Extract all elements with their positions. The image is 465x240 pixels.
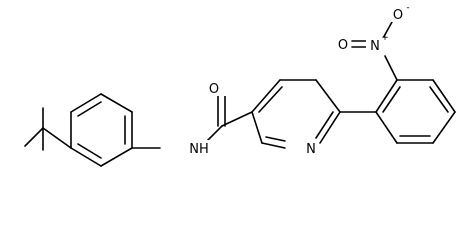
nitro-oxygen-label: O: [338, 38, 348, 53]
bond-tbu-methyl-left: [24, 127, 44, 147]
nitro-nitrogen-charge: +: [381, 33, 389, 43]
bond-pyr-inner-3: [265, 136, 286, 142]
bond-pyr-6: [251, 111, 263, 144]
carbonyl-oxygen-label: O: [209, 82, 219, 97]
bond-benzB-1: [375, 79, 398, 113]
bond-pyr-4: [319, 111, 341, 144]
bond-lines: [24, 21, 456, 167]
nitro-nitrogen-label: N: [370, 39, 380, 54]
bond-pyr-3: [315, 79, 341, 113]
bond-benzA-inner-3: [77, 101, 102, 117]
bond-carbonyl-to-pyridine: [221, 111, 253, 127]
bond-benzA-1: [70, 147, 102, 167]
bond-pyr-inner-2: [315, 111, 334, 139]
amide-nh-label: NH: [189, 142, 209, 157]
bond-benzB-inner-2: [429, 86, 449, 113]
bond-benzA-5: [70, 93, 102, 113]
bond-ring-to-nitro: [384, 55, 398, 81]
bond-benzB-inner-1: [382, 86, 401, 113]
structure-diagram: O NH N N + O - O: [24, 3, 456, 167]
bond-benzB-4: [432, 111, 456, 144]
bond-benzA-2: [100, 147, 133, 167]
bond-pyr-1: [251, 79, 281, 113]
bond-pyr-5: [261, 142, 286, 149]
bond-tbu-to-ring: [42, 127, 72, 149]
bond-benzB-6: [375, 111, 398, 144]
bond-benzB-3: [432, 79, 456, 113]
bond-pyr-inner-1: [258, 86, 283, 113]
nitro-oxygen-anion-label: O: [393, 8, 403, 23]
bond-benzA-4: [100, 93, 133, 113]
pyridine-nitrogen-label: N: [306, 142, 316, 157]
atom-labels: O NH N N + O - O: [186, 3, 410, 157]
nitro-oxygen-anion-charge: -: [406, 3, 409, 13]
bond-benzA-inner-1: [77, 143, 102, 159]
